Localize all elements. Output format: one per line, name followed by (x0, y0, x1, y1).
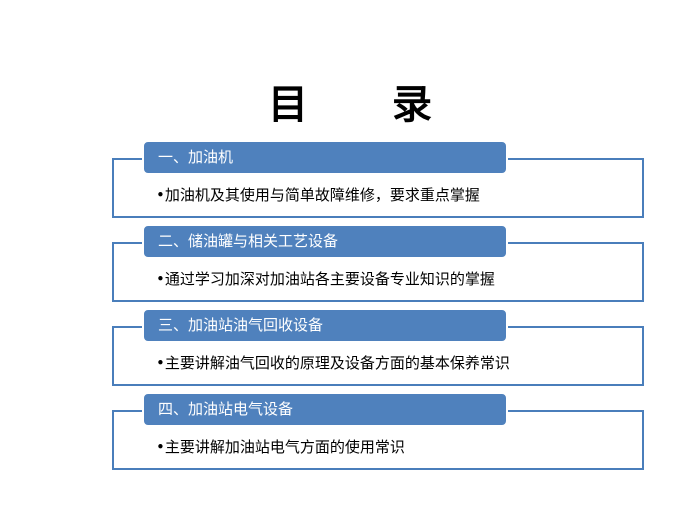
section-item: •加油机及其使用与简单故障维修，要求重点掌握 (156, 184, 480, 205)
section-item: •主要讲解加油站电气方面的使用常识 (156, 436, 405, 457)
item-text: 加油机及其使用与简单故障维修，要求重点掌握 (164, 186, 480, 204)
section-item: •通过学习加深对加油站各主要设备专业知识的掌握 (156, 268, 495, 289)
bullet: • (156, 354, 165, 372)
title-char: 录 (392, 81, 432, 128)
bullet: • (156, 438, 165, 456)
section-4: 四、加油站电气设备 •主要讲解加油站电气方面的使用常识 (0, 392, 700, 472)
bullet: • (156, 186, 165, 204)
section-heading: 三、加油站油气回收设备 (142, 308, 508, 343)
item-text: 主要讲解油气回收的原理及设备方面的基本保养常识 (164, 354, 510, 372)
section-1: 一、加油机 •加油机及其使用与简单故障维修，要求重点掌握 (0, 140, 700, 220)
section-2: 二、储油罐与相关工艺设备 •通过学习加深对加油站各主要设备专业知识的掌握 (0, 224, 700, 304)
title-char: 目 (268, 81, 308, 128)
section-3: 三、加油站油气回收设备 •主要讲解油气回收的原理及设备方面的基本保养常识 (0, 308, 700, 388)
page-title: 目录 (0, 72, 700, 130)
section-item: •主要讲解油气回收的原理及设备方面的基本保养常识 (156, 352, 510, 373)
bullet: • (156, 270, 165, 288)
section-heading: 一、加油机 (142, 140, 508, 175)
section-heading: 四、加油站电气设备 (142, 392, 508, 427)
item-text: 主要讲解加油站电气方面的使用常识 (164, 438, 405, 456)
section-heading: 二、储油罐与相关工艺设备 (142, 224, 508, 259)
item-text: 通过学习加深对加油站各主要设备专业知识的掌握 (164, 270, 495, 288)
